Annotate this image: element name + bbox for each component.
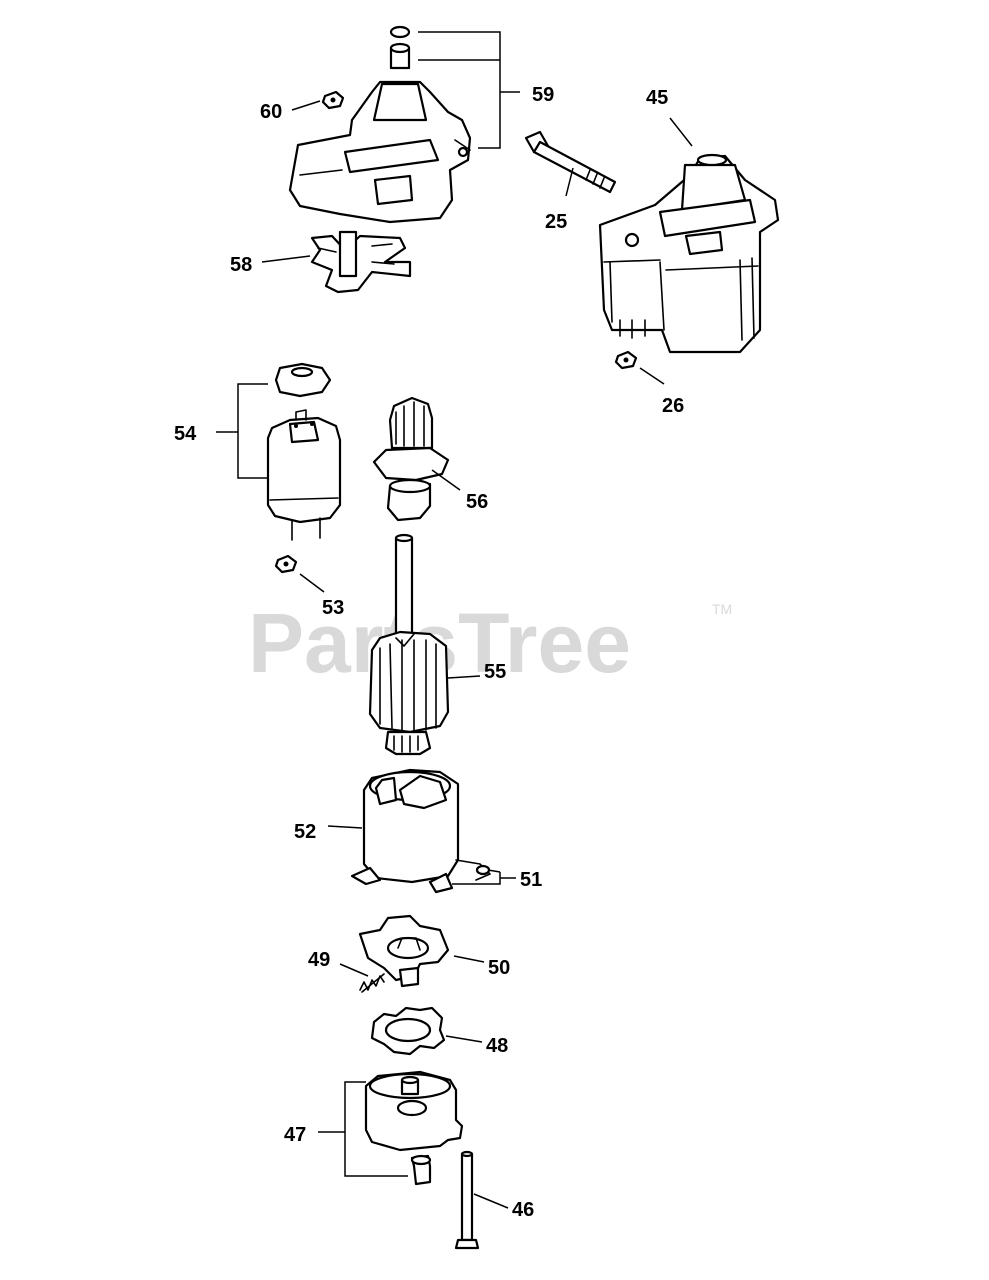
svg-text:45: 45 [646,87,668,109]
svg-text:55: 55 [484,661,506,683]
part-55-armature[interactable] [368,533,450,756]
callout-59: 59 [418,31,554,149]
svg-text:26: 26 [662,395,684,417]
callout-58: 58 [230,254,311,276]
part-46-screw[interactable] [454,1150,480,1250]
svg-text:50: 50 [488,957,510,979]
svg-text:59: 59 [532,84,554,106]
callout-60: 60 [260,100,321,123]
callout-47: 47 [284,1081,408,1177]
part-47-end-cap[interactable] [364,1070,464,1186]
part-26-nut[interactable] [614,350,638,370]
svg-text:46: 46 [512,1199,534,1221]
svg-text:56: 56 [466,491,488,513]
part-25-through-bolt[interactable] [524,130,617,194]
svg-text:60: 60 [260,101,282,123]
callout-49: 49 [308,949,369,977]
svg-text:52: 52 [294,821,316,843]
part-48-retainer-ring[interactable] [370,1006,446,1056]
part-59-drive-end-housing[interactable] [288,25,472,224]
svg-text:54: 54 [174,423,197,445]
svg-text:53: 53 [322,597,344,619]
part-49-spring[interactable] [359,973,385,993]
callout-52: 52 [294,821,363,843]
svg-text:47: 47 [284,1124,306,1146]
part-54-solenoid[interactable] [266,362,342,541]
part-50-brush-plate[interactable] [358,914,450,988]
svg-text:48: 48 [486,1035,508,1057]
callout-46: 46 [473,1193,534,1221]
callout-51: 51 [452,869,542,891]
callout-56: 56 [431,469,488,513]
svg-text:51: 51 [520,869,542,891]
part-53-nut[interactable] [274,554,298,574]
part-56-drive-pinion[interactable] [372,396,450,522]
callout-26: 26 [639,367,684,417]
callout-54: 54 [174,383,268,479]
svg-text:25: 25 [545,211,567,233]
svg-text:49: 49 [308,949,330,971]
watermark-trademark: TM [712,601,732,617]
part-45-starter-assembly[interactable] [598,153,780,354]
svg-text:58: 58 [230,254,252,276]
part-58-brush-holder[interactable] [310,230,412,294]
part-60-nut[interactable] [321,90,345,110]
callout-48: 48 [445,1035,508,1057]
callout-25: 25 [545,167,574,233]
callout-53: 53 [299,573,344,619]
callout-55: 55 [447,661,506,683]
callout-45: 45 [646,87,693,147]
callout-50: 50 [453,955,510,979]
part-52-field-frame[interactable] [350,768,491,894]
